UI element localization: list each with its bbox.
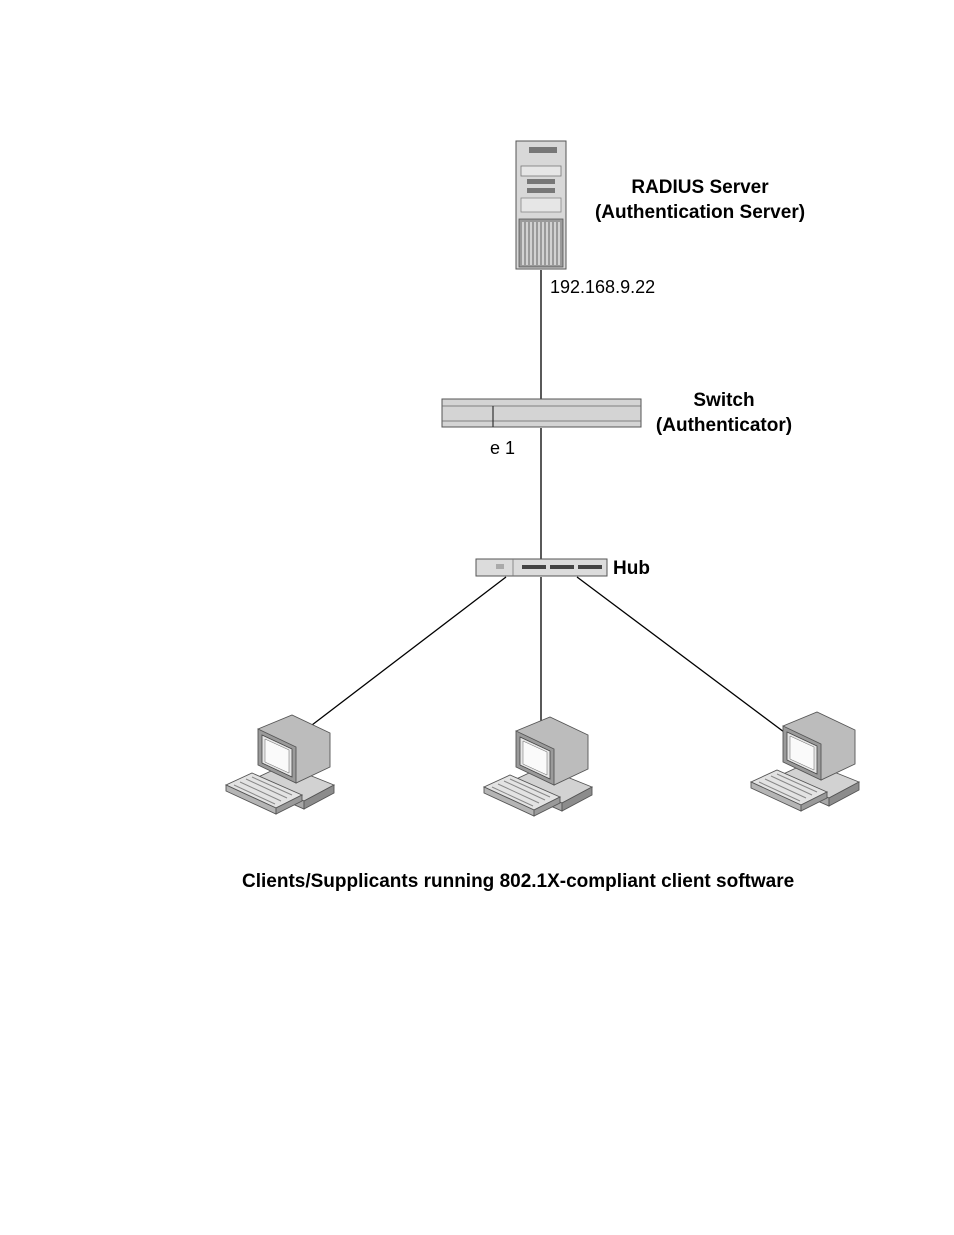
hub-icon bbox=[476, 559, 607, 576]
radius-server-icon bbox=[516, 141, 566, 269]
switch-name: Switch bbox=[634, 388, 814, 413]
switch-label: Switch (Authenticator) bbox=[634, 388, 814, 438]
link-hub-client-left bbox=[312, 577, 506, 725]
client-computer-left-icon bbox=[226, 715, 334, 814]
switch-port-label: e 1 bbox=[490, 437, 515, 459]
radius-server-role: (Authentication Server) bbox=[570, 200, 830, 225]
switch-icon bbox=[442, 399, 641, 427]
switch-role: (Authenticator) bbox=[634, 413, 814, 438]
hub-label: Hub bbox=[613, 556, 650, 581]
client-computer-middle-icon bbox=[484, 717, 592, 816]
link-hub-client-right bbox=[577, 577, 784, 732]
client-computer-right-icon bbox=[751, 712, 859, 811]
network-links bbox=[312, 270, 784, 732]
radius-server-ip: 192.168.9.22 bbox=[550, 276, 655, 298]
radius-server-label: RADIUS Server (Authentication Server) bbox=[570, 175, 830, 225]
radius-server-name: RADIUS Server bbox=[570, 175, 830, 200]
clients-caption: Clients/Supplicants running 802.1X-compl… bbox=[242, 869, 794, 894]
